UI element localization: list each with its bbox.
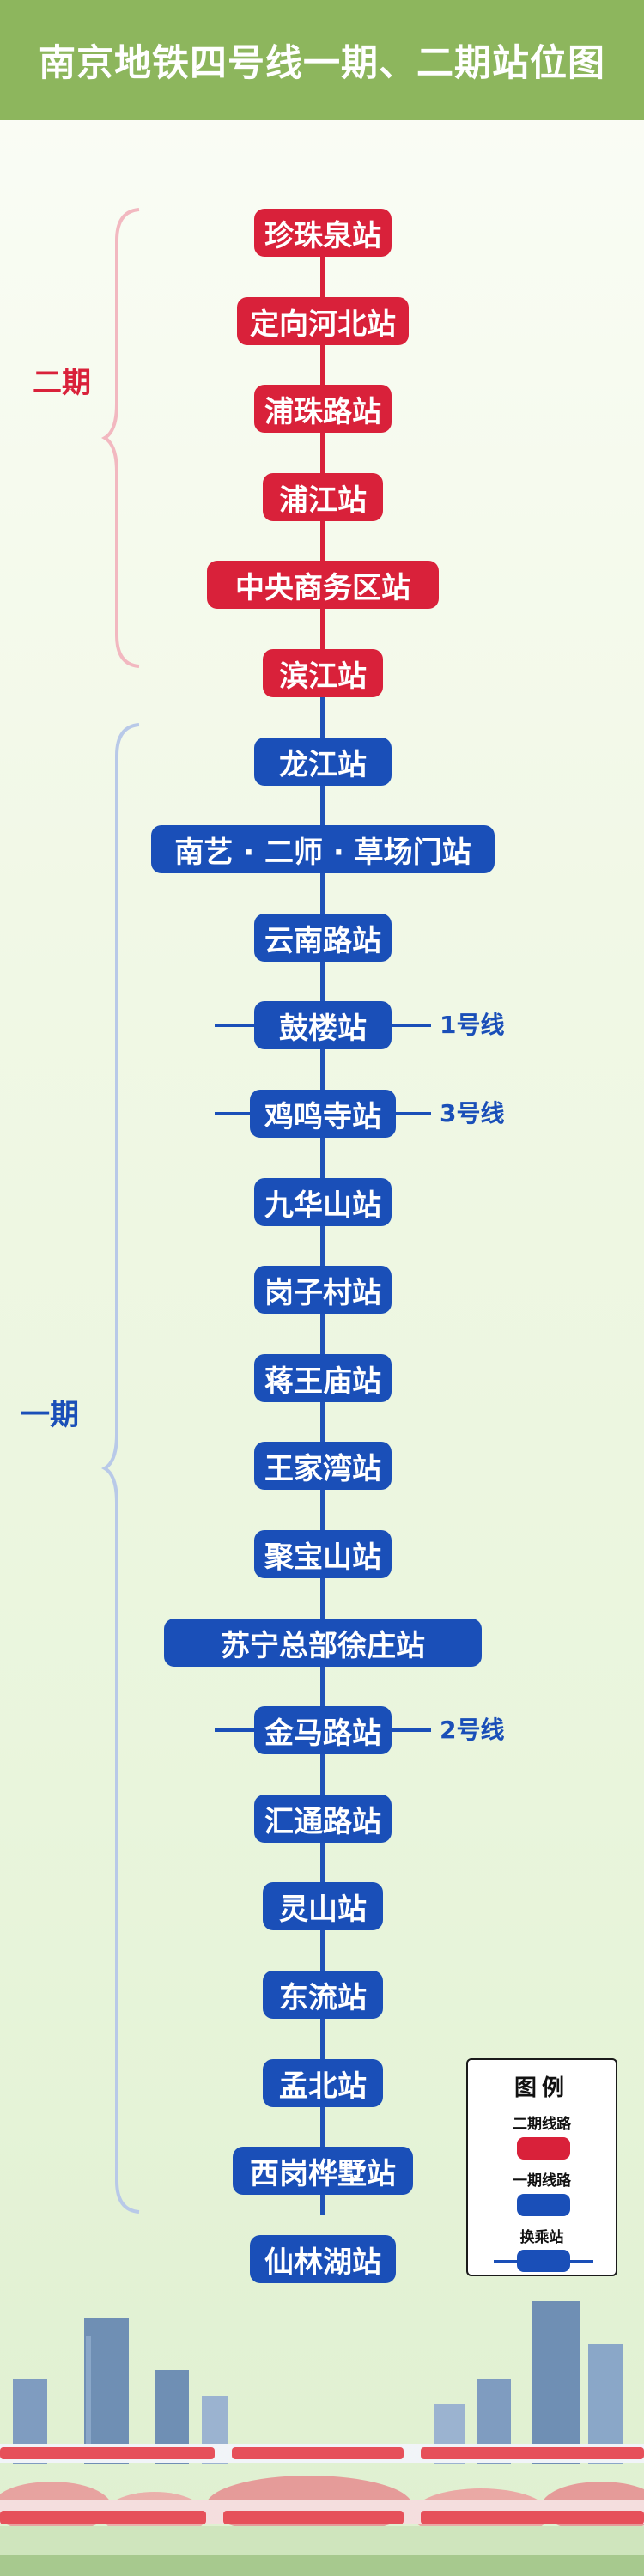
station-2: 定向河北站 bbox=[237, 297, 409, 345]
phase1-label: 一期 bbox=[21, 1398, 79, 1432]
station-8: 南艺 · 二师 · 草场门站 bbox=[151, 825, 495, 873]
station-3: 浦珠路站 bbox=[254, 385, 392, 433]
station-19: 汇通路站 bbox=[254, 1795, 392, 1843]
station-9: 云南路站 bbox=[254, 914, 392, 962]
station-13: 岗子村站 bbox=[254, 1266, 392, 1314]
legend-transfer-swatch bbox=[517, 2250, 570, 2272]
station-21: 东流站 bbox=[263, 1971, 383, 2019]
legend-title: 图例 bbox=[513, 2075, 569, 2101]
phase2-label: 二期 bbox=[33, 366, 91, 400]
station-11: 鸡鸣寺站 bbox=[250, 1090, 396, 1138]
phase1-track bbox=[320, 653, 325, 2215]
transfer-label-11: 3号线 bbox=[440, 1099, 505, 1127]
legend-phase1-swatch bbox=[517, 2194, 570, 2216]
phase1-brace bbox=[101, 723, 140, 2214]
station-10: 鼓楼站 bbox=[254, 1001, 392, 1049]
station-12: 九华山站 bbox=[254, 1178, 392, 1226]
station-6: 滨江站 bbox=[263, 649, 383, 697]
page-title: 南京地铁四号线一期、二期站位图 bbox=[39, 42, 605, 85]
legend-box: 图例 二期线路 一期线路 换乘站 bbox=[466, 2058, 617, 2276]
station-18: 金马路站 bbox=[254, 1706, 392, 1754]
station-15: 王家湾站 bbox=[254, 1442, 392, 1490]
station-24: 仙林湖站 bbox=[250, 2235, 396, 2283]
station-5: 中央商务区站 bbox=[207, 561, 439, 609]
station-4: 浦江站 bbox=[263, 473, 383, 521]
city-skyline-illustration bbox=[0, 2301, 644, 2576]
legend-phase1-label: 一期线路 bbox=[513, 2172, 571, 2190]
transfer-label-10: 1号线 bbox=[440, 1011, 505, 1039]
station-22: 孟北站 bbox=[263, 2059, 383, 2107]
station-23: 西岗桦墅站 bbox=[233, 2147, 413, 2195]
station-16: 聚宝山站 bbox=[254, 1530, 392, 1578]
station-14: 蒋王庙站 bbox=[254, 1354, 392, 1402]
legend-phase2-label: 二期线路 bbox=[513, 2116, 571, 2133]
phase2-brace bbox=[101, 208, 140, 668]
station-7: 龙江站 bbox=[254, 738, 392, 786]
station-17: 苏宁总部徐庄站 bbox=[164, 1619, 482, 1667]
legend-phase2-swatch bbox=[517, 2137, 570, 2160]
legend-transfer-label: 换乘站 bbox=[519, 2229, 564, 2246]
transfer-label-18: 2号线 bbox=[440, 1716, 505, 1744]
header-banner: 南京地铁四号线一期、二期站位图 bbox=[0, 0, 644, 120]
station-1: 珍珠泉站 bbox=[254, 209, 392, 257]
station-20: 灵山站 bbox=[263, 1882, 383, 1930]
